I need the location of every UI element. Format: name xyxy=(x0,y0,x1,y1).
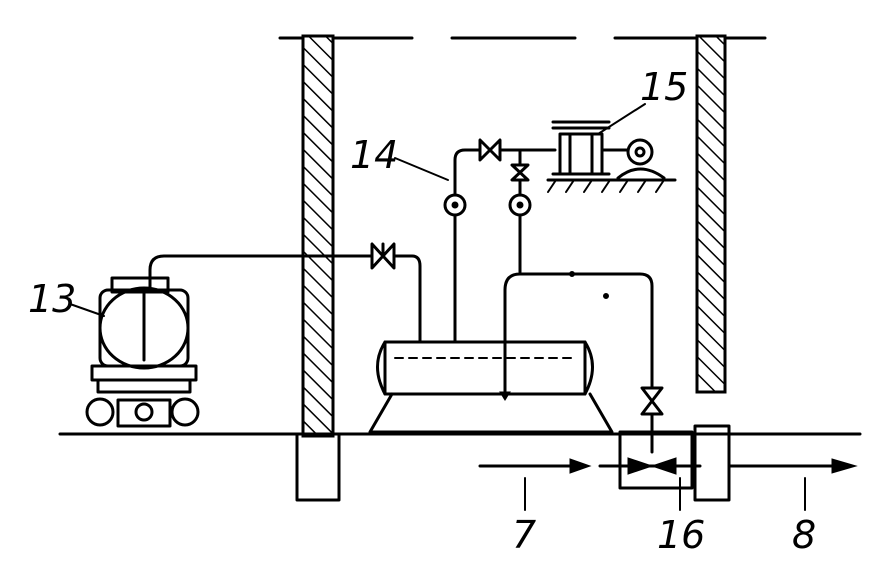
left-foundation xyxy=(295,432,341,502)
valve-car-line xyxy=(370,242,422,344)
injector xyxy=(478,430,858,511)
gauge-line-left xyxy=(394,138,557,344)
label-injector: 16 xyxy=(657,513,705,557)
label-outlet: 8 xyxy=(792,513,816,557)
label-level-gauges: 14 xyxy=(350,133,398,177)
pump-platform xyxy=(546,178,677,193)
label-inlet: 7 xyxy=(512,513,536,557)
right-foundation xyxy=(693,424,731,502)
right-wall xyxy=(695,34,727,394)
pump-unit xyxy=(551,103,666,180)
storage-tank xyxy=(368,288,614,434)
left-wall xyxy=(301,34,335,438)
tank-car xyxy=(85,254,374,428)
label-tank-car: 13 xyxy=(28,277,76,321)
label-pump-unit: 15 xyxy=(640,65,688,109)
gauge-line-right xyxy=(508,148,532,274)
